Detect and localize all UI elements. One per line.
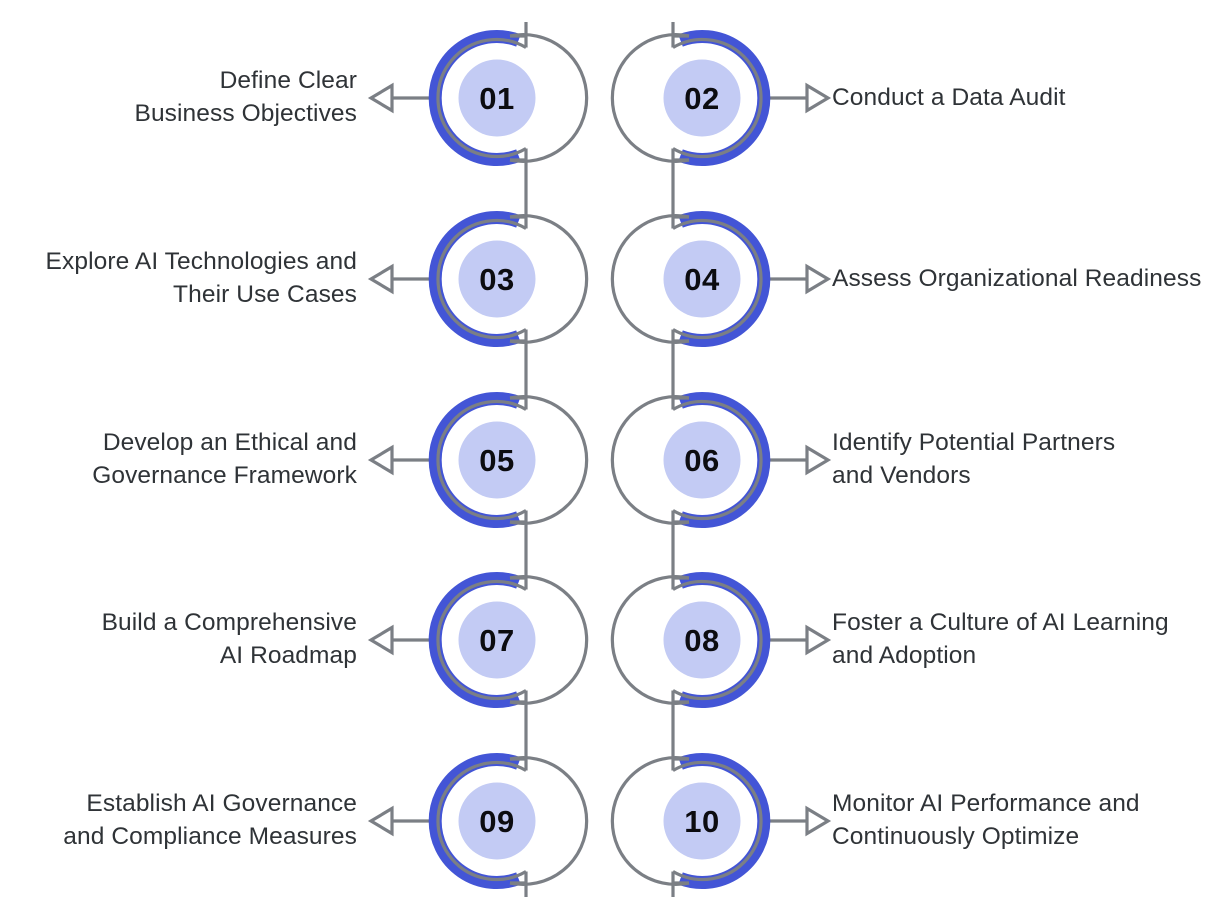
step-number-08: 08 [684, 623, 719, 658]
step-number-06: 06 [684, 443, 719, 478]
step-badge-05[interactable]: 05 [435, 397, 586, 524]
step-label-08: Foster a Culture of AI Learning and Adop… [832, 609, 1169, 669]
step-badge-08[interactable]: 08 [612, 577, 763, 704]
step-number-03: 03 [479, 262, 514, 297]
step-label-07: Build a Comprehensive AI Roadmap [101, 609, 357, 669]
arrow-right-icon-02 [805, 83, 830, 113]
step-label-01: Define Clear Business Objectives [134, 67, 357, 127]
step-number-10: 10 [684, 804, 719, 839]
step-label-02: Conduct a Data Audit [832, 84, 1066, 111]
arrow-right-icon-08 [805, 625, 830, 655]
step-badge-03[interactable]: 03 [435, 216, 586, 343]
arrow-left-icon-09 [369, 806, 394, 836]
step-badge-06[interactable]: 06 [612, 397, 763, 524]
connector-lines [524, 22, 675, 897]
step-label-03: Explore AI Technologies and Their Use Ca… [45, 248, 357, 308]
step-number-09: 09 [479, 804, 514, 839]
step-number-02: 02 [684, 81, 719, 116]
step-number-04: 04 [684, 262, 720, 297]
step-badge-04[interactable]: 04 [612, 216, 763, 343]
step-label-04: Assess Organizational Readiness [832, 265, 1202, 292]
step-label-09: Establish AI Governance and Compliance M… [63, 790, 357, 850]
step-number-07: 07 [479, 623, 514, 658]
arrow-right-icon-04 [805, 264, 830, 294]
arrow-left-icon-03 [369, 264, 394, 294]
step-badge-01[interactable]: 01 [435, 35, 586, 162]
step-number-01: 01 [479, 81, 514, 116]
arrow-left-icon-07 [369, 625, 394, 655]
step-number-05: 05 [479, 443, 514, 478]
step-badge-02[interactable]: 02 [612, 35, 763, 162]
step-label-10: Monitor AI Performance and Continuously … [832, 790, 1140, 850]
arrow-right-icon-06 [805, 445, 830, 475]
arrow-left-icon-01 [369, 83, 394, 113]
step-label-06: Identify Potential Partners and Vendors [832, 429, 1116, 489]
step-badge-10[interactable]: 10 [612, 758, 763, 885]
step-label-05: Develop an Ethical and Governance Framew… [92, 429, 357, 489]
arrow-right-icon-10 [805, 806, 830, 836]
step-badge-09[interactable]: 09 [435, 758, 586, 885]
step-badge-07[interactable]: 07 [435, 577, 586, 704]
arrow-left-icon-05 [369, 445, 394, 475]
